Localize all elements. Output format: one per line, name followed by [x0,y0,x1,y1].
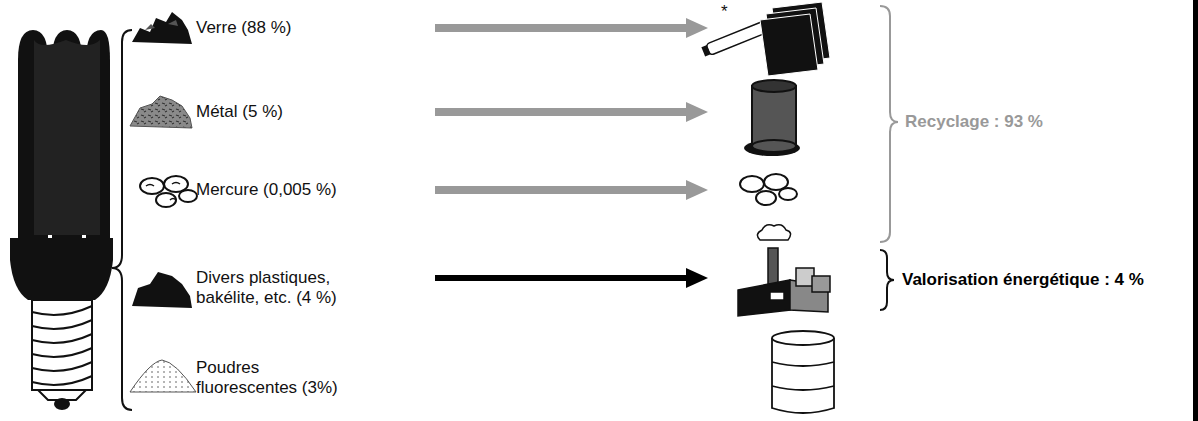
arrow [435,18,708,288]
bulb-icon [10,30,113,410]
footnote-mark: * [721,2,728,22]
group-label: Recyclage : 93 % [905,112,1043,132]
can-icon [744,80,800,156]
powder-pile [130,360,196,392]
material-label: Poudres fluorescentes (3%) [196,358,361,398]
material-label: Divers plastiques, bakélite, etc. (4 %) [196,268,361,308]
glass-pile [132,12,192,44]
border-bar [1193,0,1198,421]
glass-sheets [760,2,830,76]
bracket [880,6,898,242]
group-label: Valorisation énergétique : 4 % [902,270,1144,290]
bracket [880,250,894,310]
barrel-icon [772,331,834,413]
metal-pile [130,96,192,128]
factory-icon [738,225,830,316]
mercury-drops [740,174,797,205]
material-label: Verre (88 %) [196,18,291,38]
material-label: Métal (5 %) [196,102,283,122]
mercury-drops [140,176,197,207]
brace [112,30,132,410]
material-label: Mercure (0,005 %) [196,180,337,200]
plastics-pile [132,272,192,308]
